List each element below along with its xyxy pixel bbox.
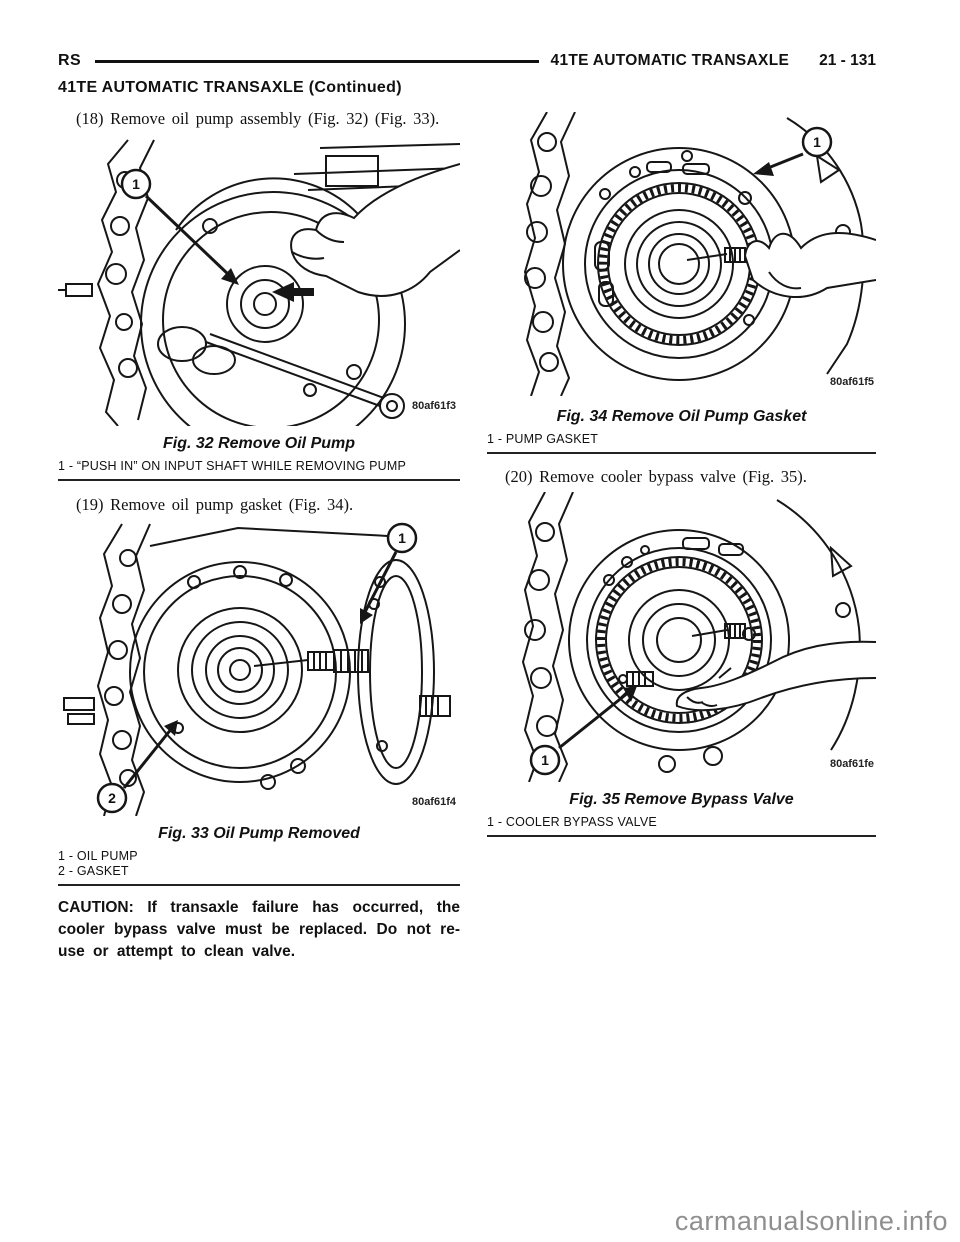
fig35-line-art [521,492,876,782]
fig32-legend-1: 1 - “PUSH IN” ON INPUT SHAFT WHILE REMOV… [58,459,407,473]
figure-32: 1 80af61f3 [58,134,460,426]
legend-divider [487,452,876,454]
figure-35: 1 80af61fe [487,492,876,782]
caution-paragraph: CAUTION: If transaxle failure has occurr… [58,899,460,960]
fig35-legend-1: 1 - COOLER BYPASS VALVE [487,815,657,829]
header-section-title: 41TE AUTOMATIC TRANSAXLE [550,52,790,69]
figure-33: 1 2 80af61f4 [58,520,460,816]
header-model-code: RS [58,52,82,69]
legend-divider [58,884,460,886]
right-column: 1 80af61f5 Fig. 34 Remove Oil Pump Gaske… [487,112,876,837]
fig34-image-code: 80af61f5 [829,376,874,388]
legend-divider [487,835,876,837]
continued-heading: 41TE AUTOMATIC TRANSAXLE (Continued) [58,79,402,96]
fig35-image-code: 80af61fe [829,758,874,770]
step-20: (20) Remove cooler bypass valve (Fig. 35… [505,467,807,486]
step-18: (18) Remove oil pump assembly (Fig. 32) … [76,109,440,128]
legend-divider [58,479,460,481]
header-page-number: 21 - 131 [819,52,876,69]
fig33-line-art [63,522,451,816]
fig32-image-code: 80af61f3 [411,400,456,412]
page-header: RS 41TE AUTOMATIC TRANSAXLE 21 - 131 [58,52,876,70]
left-column: (18) Remove oil pump assembly (Fig. 32) … [58,108,460,963]
fig35-caption: Fig. 35 Remove Bypass Valve [569,791,794,808]
fig34-caption: Fig. 34 Remove Oil Pump Gasket [556,408,807,425]
fig33-legend-1: 1 - OIL PUMP [58,849,138,863]
fig34-legend-1: 1 - PUMP GASKET [487,432,599,446]
fig32-line-art [58,139,460,426]
watermark: carmanualsonline.info [674,1206,948,1236]
figure-34: 1 80af61f5 [487,112,876,396]
fig33-caption: Fig. 33 Oil Pump Removed [158,825,360,842]
step-19: (19) Remove oil pump gasket (Fig. 34). [76,495,354,514]
fig32-caption: Fig. 32 Remove Oil Pump [162,435,356,452]
fig33-legend-2: 2 - GASKET [58,864,129,878]
header-rule [95,59,539,63]
fig33-image-code: 80af61f4 [411,796,456,808]
fig34-line-art [523,112,876,396]
